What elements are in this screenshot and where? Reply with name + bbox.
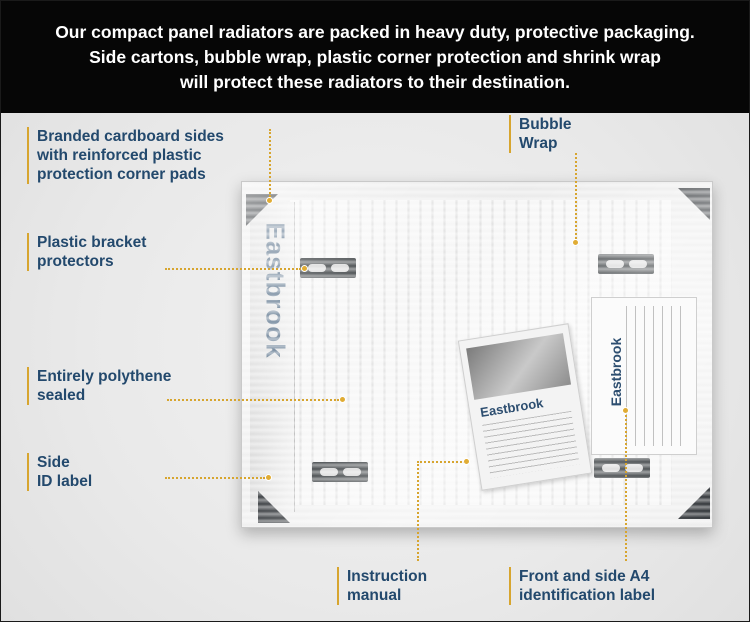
callout-side-id-line-1: Side	[37, 454, 70, 471]
callout-front-label: Front and side A4 identification label	[509, 567, 655, 605]
callout-bracket-protectors-line-1: Plastic bracket	[37, 234, 147, 251]
leader-bracket-protectors	[165, 268, 301, 270]
leader-instruction-manual-h	[417, 461, 465, 463]
callout-polythene-line-1: Entirely polythene	[37, 368, 172, 385]
callout-front-label-line-2: identification label	[519, 587, 656, 604]
marker-front-label	[622, 407, 629, 414]
leader-front-label	[625, 411, 627, 561]
callout-front-label-line-1: Front and side A4	[519, 568, 650, 585]
id-label-image: Eastbrook	[591, 297, 697, 455]
manual-text-lines	[482, 410, 580, 479]
callout-bubble-wrap-line-2: Wrap	[519, 135, 558, 152]
callout-bracket-protectors: Plastic bracket protectors	[27, 233, 146, 271]
banner-line-3: will protect these radiators to their de…	[180, 71, 570, 92]
leader-instruction-manual-v	[417, 461, 419, 561]
marker-side-id	[265, 474, 272, 481]
leader-side-id	[165, 477, 265, 479]
callout-polythene: Entirely polythene sealed	[27, 367, 171, 405]
callout-bubble-wrap: Bubble Wrap	[509, 115, 572, 153]
id-label-text-lines	[626, 306, 688, 446]
manual-photo	[466, 333, 572, 400]
leader-bubble-wrap	[575, 153, 577, 239]
callout-instruction-manual-line-2: manual	[347, 587, 402, 604]
marker-branded-sides	[266, 197, 273, 204]
banner-line-2: Side cartons, bubble wrap, plastic corne…	[89, 46, 661, 67]
callout-side-id: Side ID label	[27, 453, 92, 491]
marker-instruction-manual	[463, 458, 470, 465]
callout-side-id-line-2: ID label	[37, 473, 93, 490]
marker-bracket-protectors	[301, 265, 308, 272]
marker-bubble-wrap	[572, 239, 579, 246]
leader-branded-sides	[269, 129, 271, 197]
callout-branded-sides-line-2: with reinforced plastic	[37, 147, 202, 164]
header-banner: Our compact panel radiators are packed i…	[1, 1, 749, 113]
callout-bracket-protectors-line-2: protectors	[37, 253, 114, 270]
callout-branded-sides: Branded cardboard sides with reinforced …	[27, 127, 224, 184]
instruction-manual-image: Eastbrook	[457, 323, 593, 491]
callout-bubble-wrap-line-1: Bubble	[519, 116, 572, 133]
callout-polythene-line-2: sealed	[37, 387, 86, 404]
callout-instruction-manual: Instruction manual	[337, 567, 427, 605]
leader-polythene	[167, 399, 339, 401]
banner-line-1: Our compact panel radiators are packed i…	[55, 21, 695, 42]
banner-text: Our compact panel radiators are packed i…	[10, 20, 740, 95]
marker-polythene	[339, 396, 346, 403]
callout-branded-sides-line-1: Branded cardboard sides	[37, 128, 224, 145]
id-label-brand: Eastbrook	[608, 337, 624, 407]
callout-branded-sides-line-3: protection corner pads	[37, 166, 206, 183]
callout-instruction-manual-line-1: Instruction	[347, 568, 428, 585]
